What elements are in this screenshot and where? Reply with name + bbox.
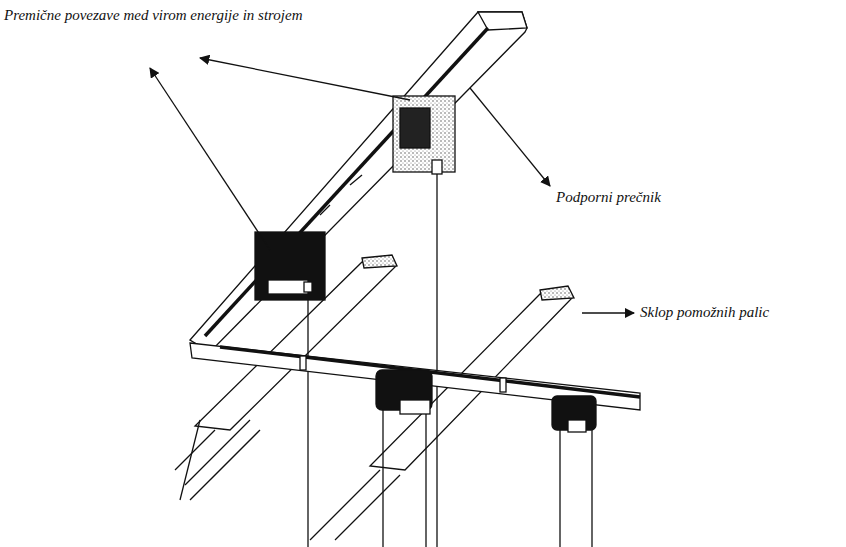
callout-label: Sklop pomožnih palic	[638, 303, 771, 321]
hanging-lines	[308, 172, 592, 547]
callout-label: Podporni prečnik	[554, 188, 663, 206]
leader-line	[150, 58, 634, 313]
moving-connection	[255, 96, 596, 432]
callout-label: Premične povezave med virom energije in …	[2, 6, 305, 24]
support-beam	[190, 12, 527, 352]
